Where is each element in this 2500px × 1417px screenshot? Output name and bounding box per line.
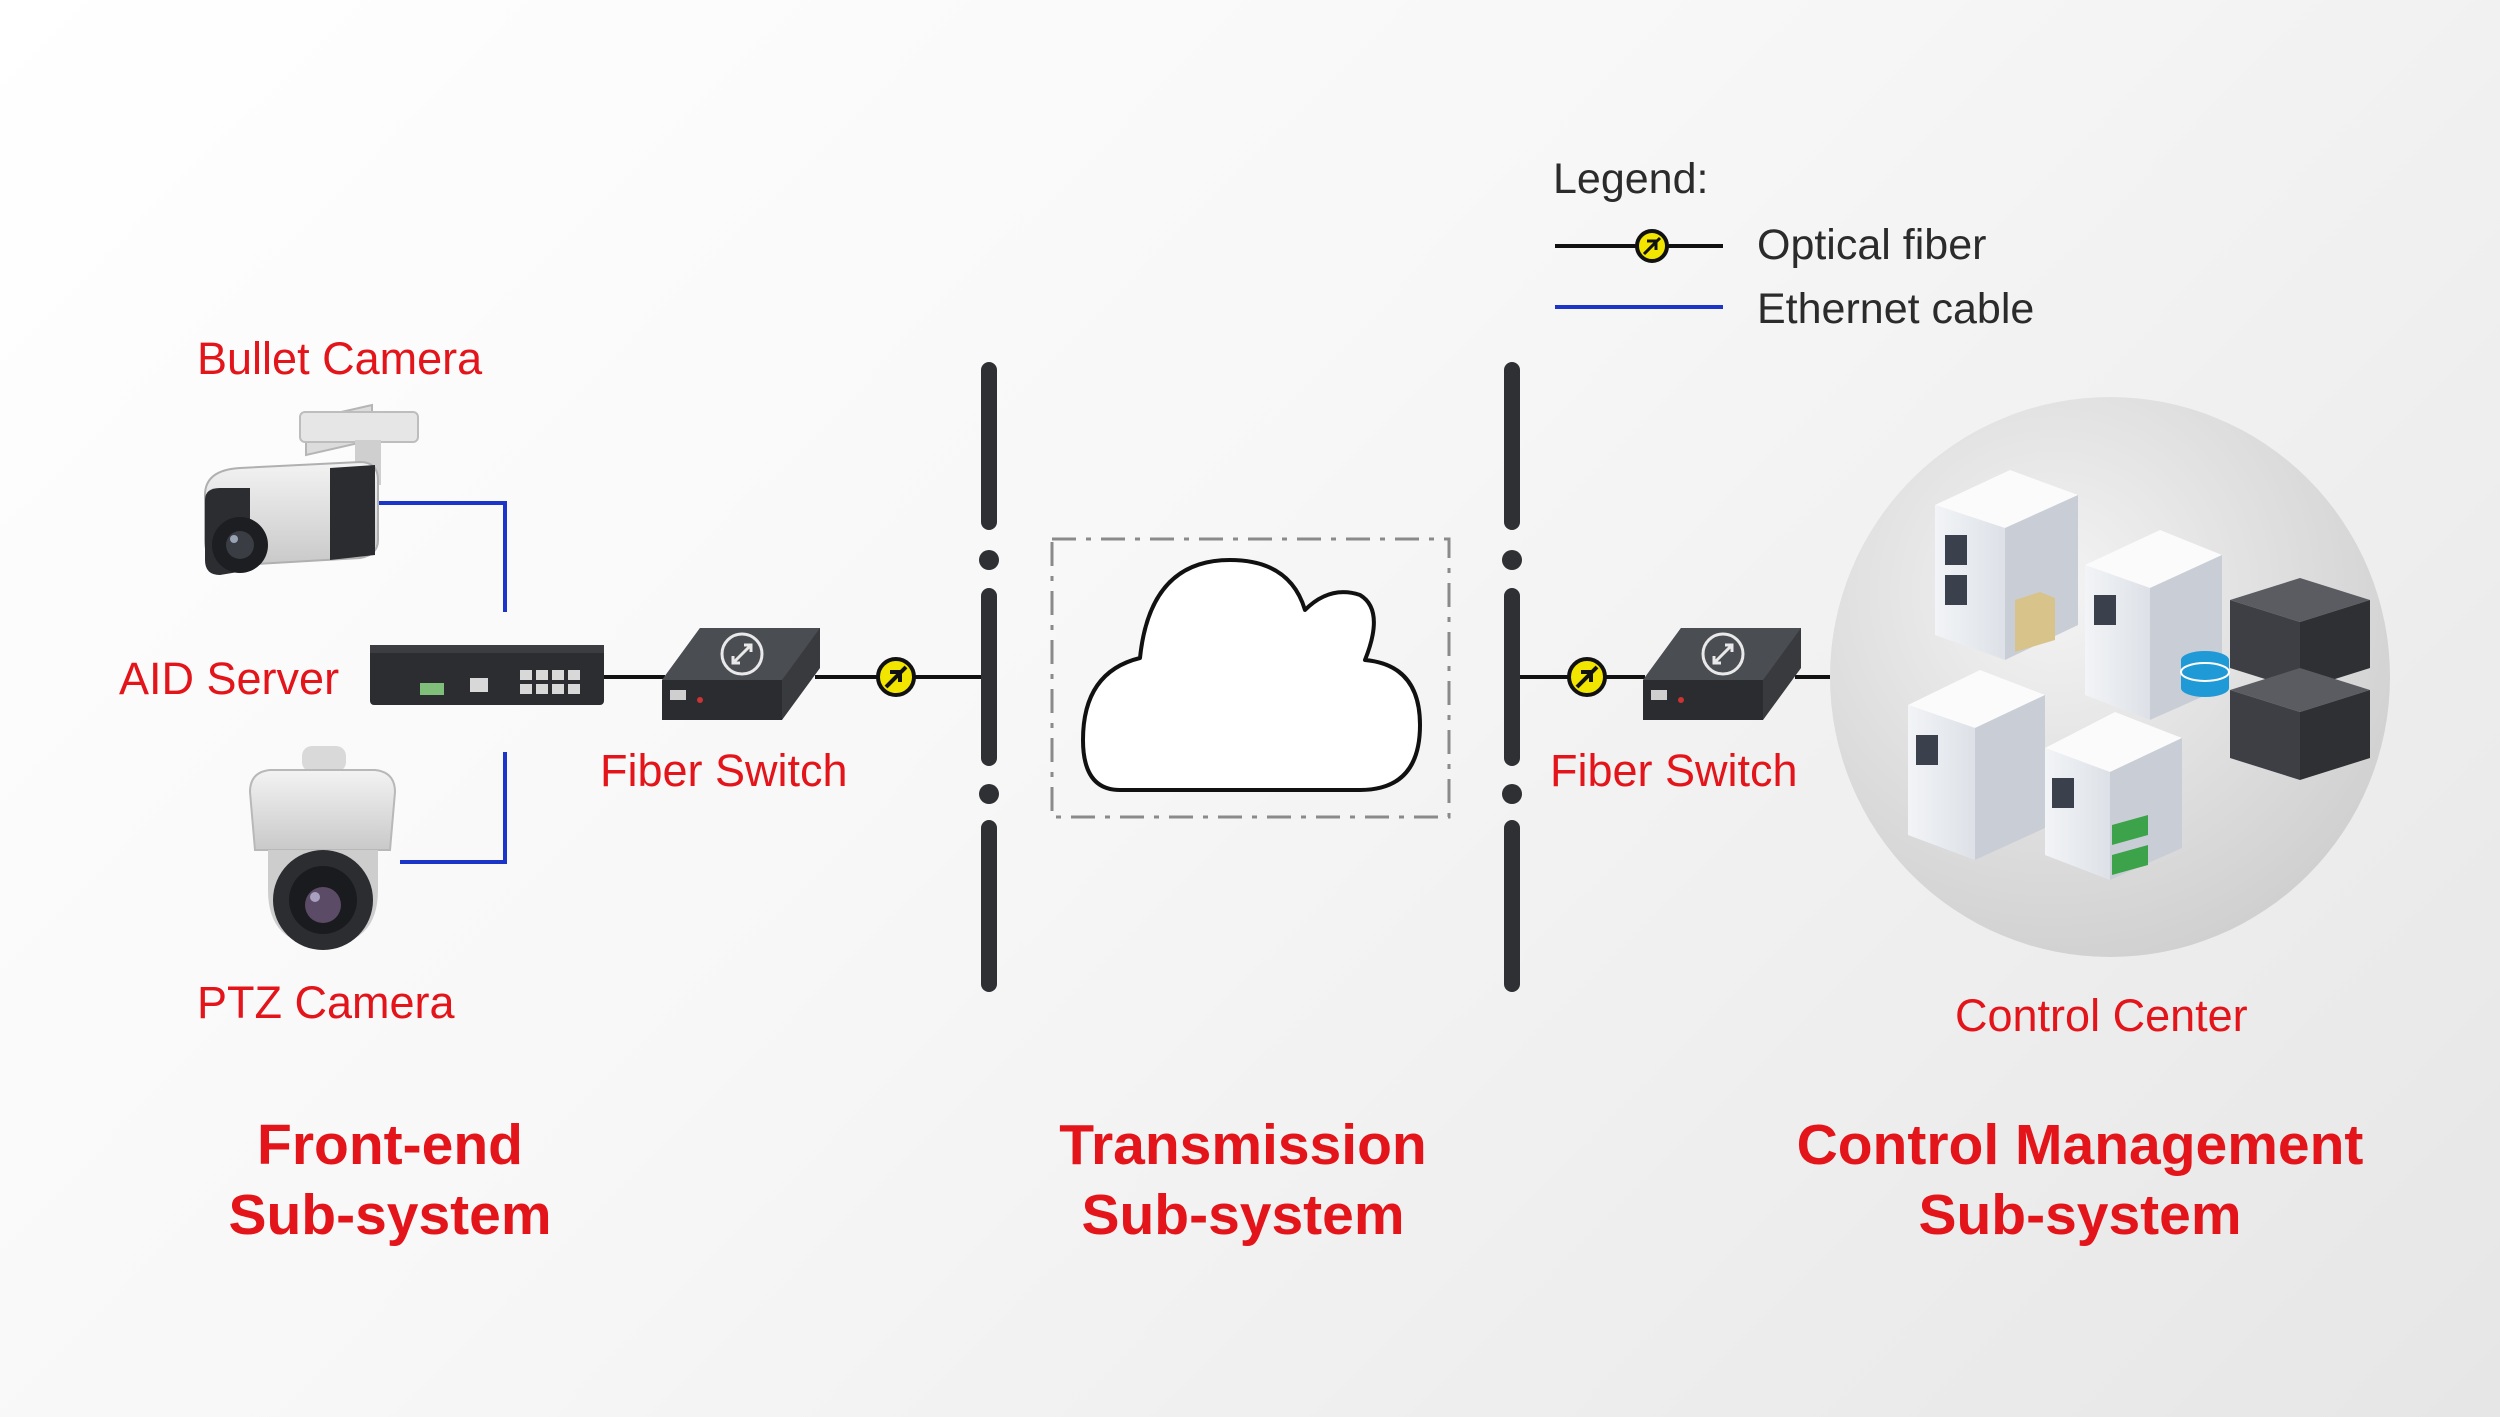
legend-label-ethernet: Ethernet cable [1757,285,2035,333]
server-tower-icon [1935,470,2078,660]
label-control-center: Control Center [1955,990,2248,1041]
fiber-connector-icon [1567,657,1607,697]
server-tower-icon [2045,712,2182,880]
subsystem-front-end-line2: Sub-system [228,1183,552,1247]
divider-right [1502,362,1522,992]
server-rack-icon [2230,578,2370,780]
ethernet-cable-ptz [400,752,507,864]
legend-title: Legend: [1553,155,1709,203]
folder-icon [2015,592,2055,652]
subsystem-transmission: Transmission Sub-system [893,1110,1593,1250]
label-aid-server: AID Server [119,653,340,704]
cloud-icon [1081,558,1422,792]
subsystem-control-management: Control Management Sub-system [1730,1110,2430,1250]
subsystem-transmission-line2: Sub-system [1081,1183,1405,1247]
label-fiber-switch-right: Fiber Switch [1550,745,1798,796]
legend-optical-fiber-line [1555,229,1723,263]
subsystem-transmission-line1: Transmission [1059,1113,1427,1177]
aid-server-icon [370,645,604,705]
subsystem-front-end-line1: Front-end [257,1113,523,1177]
ethernet-cable-bullet [375,501,507,612]
label-bullet-camera: Bullet Camera [197,333,483,384]
subsystem-control-management-line1: Control Management [1796,1113,2364,1177]
fiber-connector-icon [876,657,916,697]
subsystem-control-management-line2: Sub-system [1918,1183,2242,1247]
ptz-camera-icon [248,746,397,950]
subsystem-front-end: Front-end Sub-system [40,1110,740,1250]
network-boundary-box [1050,537,1451,819]
fiber-switch-right-icon [1643,628,1801,720]
divider-left [979,362,999,992]
label-fiber-switch-left: Fiber Switch [600,745,848,796]
legend-label-optical-fiber: Optical fiber [1757,221,1987,269]
database-icon [2180,651,2230,697]
label-ptz-camera: PTZ Camera [197,977,455,1028]
fiber-switch-left-icon [662,628,820,720]
network-module-icon [2112,815,2148,875]
server-tower-icon [1908,670,2045,860]
bullet-camera-icon [204,403,419,575]
